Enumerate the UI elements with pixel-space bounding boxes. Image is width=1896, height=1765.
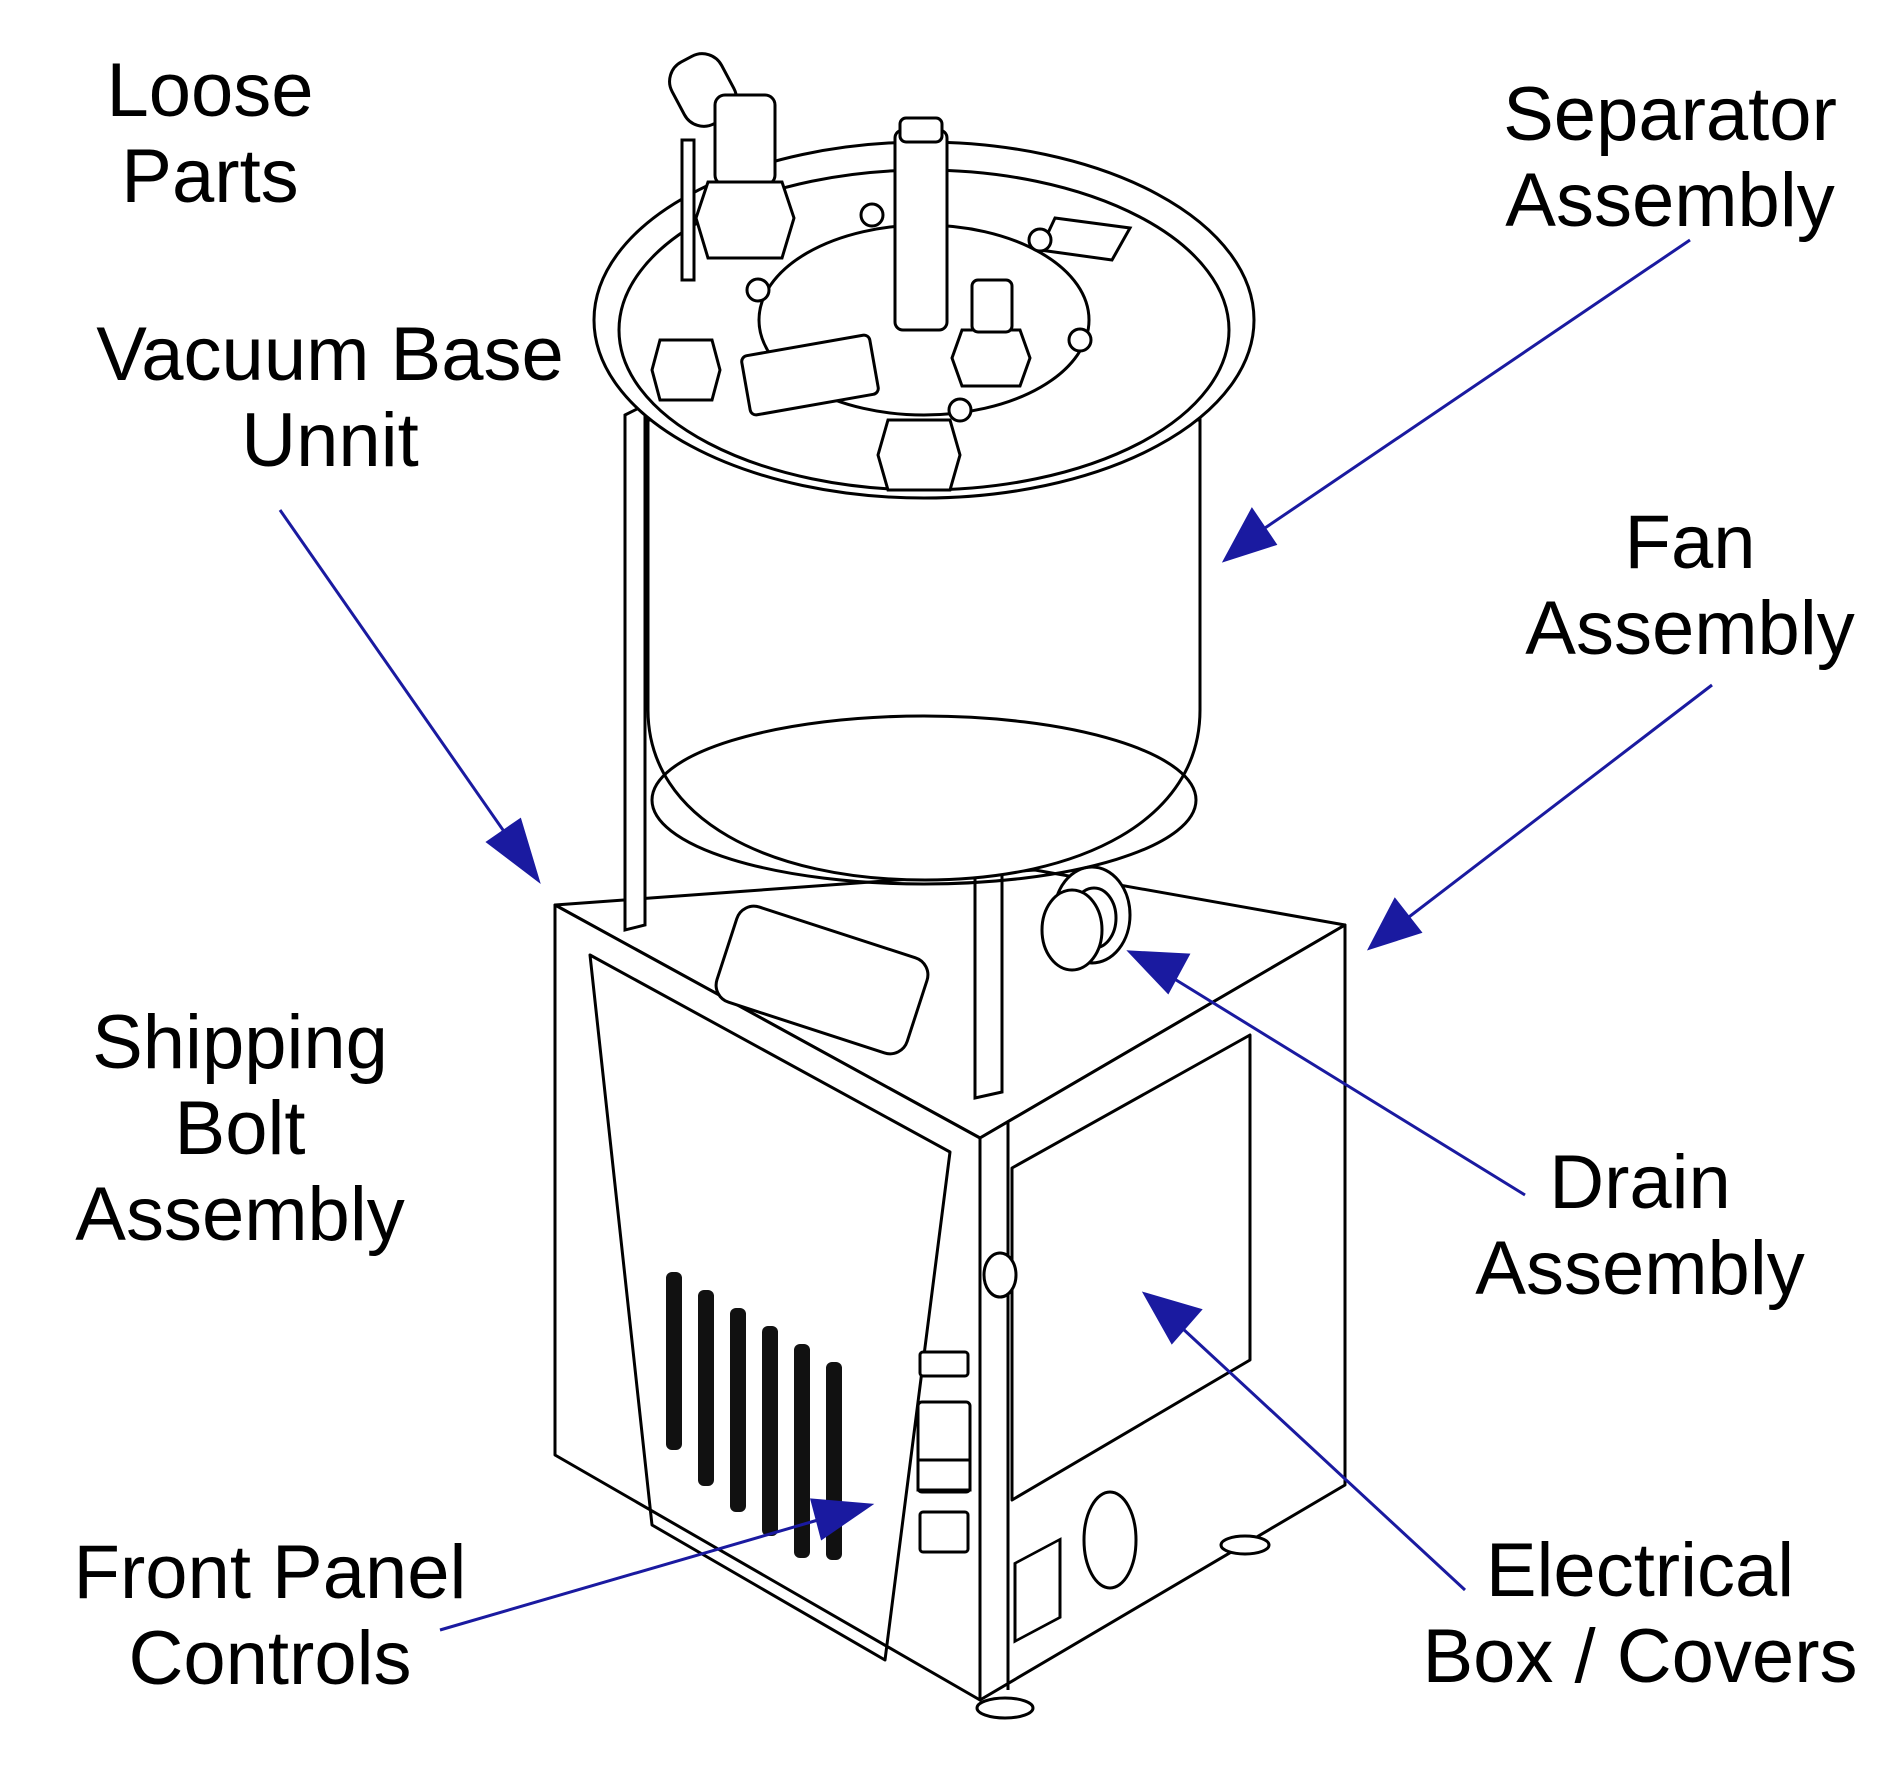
label-electrical-box-covers: Electrical Box / Covers xyxy=(1400,1528,1880,1700)
arrow-drain xyxy=(1167,973,1526,1197)
lid-knob xyxy=(1027,227,1053,253)
label-shipping-bolt-assembly: Shipping Bolt Assembly xyxy=(50,1000,430,1258)
internal-components xyxy=(714,888,1104,1056)
arrow-fan-head xyxy=(1366,897,1423,951)
leveling-foot xyxy=(975,1696,1035,1720)
power-switch xyxy=(918,1510,970,1554)
status-indicator xyxy=(918,1350,970,1378)
vacuum-inlet-nut xyxy=(694,180,796,260)
label-line: Assembly xyxy=(1475,1226,1805,1311)
support-post-left xyxy=(623,402,647,932)
label-line: Unnit xyxy=(241,398,419,483)
center-valve-body xyxy=(893,128,949,332)
tank-bottom-ring xyxy=(650,714,1198,886)
label-line: Assembly xyxy=(75,1172,405,1257)
vent-slot xyxy=(762,1326,778,1536)
label-line: Fan xyxy=(1624,500,1756,585)
label-vacuum-base-unit: Vacuum Base Unnit xyxy=(80,312,580,484)
vent-slot xyxy=(730,1308,746,1512)
center-valve-nut xyxy=(876,418,962,492)
arrow-vacuum-base xyxy=(278,509,512,841)
label-line: Electrical xyxy=(1485,1528,1795,1613)
arrow-front-panel xyxy=(439,1518,819,1632)
side-fitting-nut xyxy=(950,328,1032,388)
arrow-electrical xyxy=(1180,1326,1467,1592)
vent-slot xyxy=(794,1344,810,1558)
tank-body xyxy=(646,418,1202,882)
label-loose-parts: Loose Parts xyxy=(60,48,360,220)
lid-knob xyxy=(1067,327,1093,353)
arrow-drain-head xyxy=(1126,950,1191,995)
leader-arrows xyxy=(278,238,1713,1632)
lid-knob xyxy=(947,397,973,423)
label-separator-assembly: Separator Assembly xyxy=(1460,72,1880,244)
rating-plate xyxy=(1013,1537,1062,1644)
label-line: Vacuum Base xyxy=(96,312,564,397)
front-panel-bezel xyxy=(588,953,952,1662)
label-line: Assembly xyxy=(1525,586,1855,671)
electrical-box-cover xyxy=(1010,1033,1252,1502)
center-valve-cap xyxy=(898,116,944,144)
gauge-stem xyxy=(680,138,696,282)
label-line: Drain xyxy=(1549,1140,1731,1225)
vent-grille xyxy=(666,1272,842,1560)
label-line: Loose xyxy=(106,48,314,133)
side-fitting-body xyxy=(970,278,1014,334)
lid-fittings xyxy=(650,52,1093,492)
arrow-separator-head xyxy=(1221,507,1278,563)
arrow-vacuum-base-head xyxy=(485,817,541,884)
label-line: Shipping xyxy=(92,1000,388,1085)
center-valve-outlet xyxy=(740,333,880,417)
vent-slot xyxy=(666,1272,682,1450)
gauge-nut xyxy=(650,338,722,402)
label-line: Bolt xyxy=(174,1086,306,1171)
vacuum-inlet-pipe xyxy=(713,93,777,187)
base-cabinet xyxy=(553,868,1347,1702)
side-knockout xyxy=(982,1251,1018,1299)
label-fan-assembly: Fan Assembly xyxy=(1500,500,1880,672)
vent-slot xyxy=(698,1290,714,1486)
label-line: Assembly xyxy=(1505,158,1835,243)
label-front-panel-controls: Front Panel Controls xyxy=(40,1530,500,1702)
leveling-foot xyxy=(1219,1534,1271,1556)
arrow-fan xyxy=(1404,683,1713,922)
label-line: Parts xyxy=(121,134,299,219)
control-panel xyxy=(916,1350,972,1554)
label-line: Box / Covers xyxy=(1422,1614,1858,1699)
arrow-separator xyxy=(1261,238,1691,532)
drain-outlet-pipe xyxy=(1040,888,1104,972)
arrow-electrical-head xyxy=(1141,1291,1203,1345)
label-drain-assembly: Drain Assembly xyxy=(1440,1140,1840,1312)
arrow-front-panel-head xyxy=(810,1498,875,1541)
lid-knob xyxy=(859,202,885,228)
fan-motor-housing xyxy=(714,904,930,1056)
label-line: Front Panel xyxy=(73,1530,467,1615)
cable-knockout xyxy=(1082,1490,1138,1590)
controller-keypad xyxy=(916,1458,972,1492)
label-line: Separator xyxy=(1503,72,1837,157)
label-line: Controls xyxy=(128,1616,412,1701)
lid-knob xyxy=(745,277,771,303)
